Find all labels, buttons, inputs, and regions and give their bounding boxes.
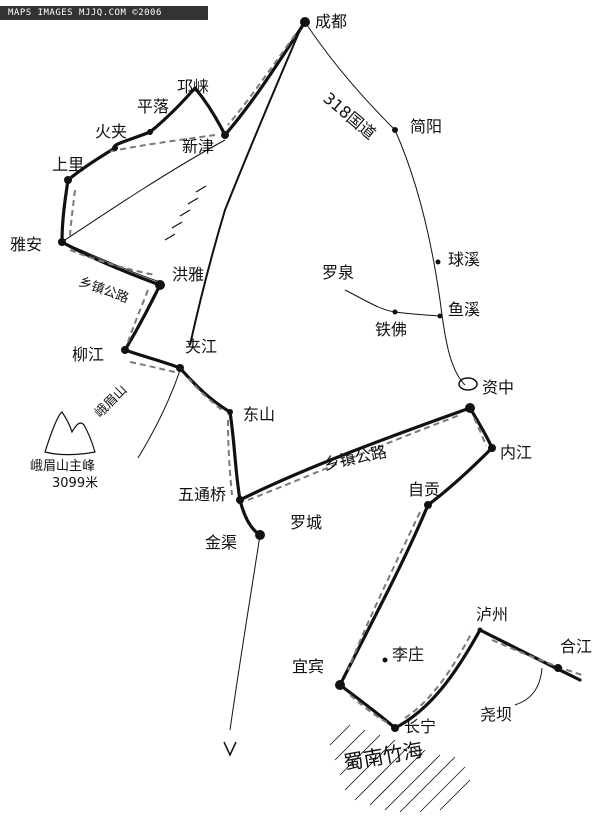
- label-zigong: 自贡: [408, 480, 440, 499]
- label-township-road-west: 乡镇公路: [77, 274, 131, 307]
- town-dot-pingluo: [147, 129, 153, 135]
- town-dot-dongshan: [227, 409, 233, 415]
- label-summit-height: 3099米: [52, 476, 98, 491]
- label-jinqu: 金渠: [205, 533, 237, 552]
- label-summit: 峨眉山主峰: [30, 459, 95, 474]
- town-dot-jinqu: [255, 530, 265, 540]
- town-dot-changning: [391, 724, 399, 732]
- label-chengdu: 成都: [315, 12, 347, 31]
- south-arrow-icon: [223, 741, 237, 757]
- label-luocheng: 罗城: [290, 513, 322, 532]
- label-jianyang: 简阳: [410, 117, 442, 136]
- label-yaoba: 尧坝: [480, 705, 512, 724]
- town-dot-neijiang: [488, 444, 496, 452]
- railway: [164, 29, 301, 346]
- town-dot-zizhong: [465, 403, 475, 413]
- town-dot-jianyang: [392, 127, 398, 133]
- label-changning: 长宁: [404, 717, 436, 736]
- town-dot-liujiang: [121, 346, 129, 354]
- road-luzhou-yaoba: [514, 667, 543, 706]
- town-dot-zigong: [424, 501, 432, 509]
- town-dot-yuxi: [437, 313, 443, 319]
- label-township-road-east: 乡镇公路: [322, 442, 389, 474]
- label-yuxi: 鱼溪: [448, 300, 480, 319]
- label-neijiang: 内江: [500, 443, 532, 462]
- thin-roads: [61, 21, 543, 731]
- railway-ticks: [164, 185, 207, 241]
- road-yaan-west-loop: [61, 241, 161, 283]
- label-pingluo: 平落: [137, 97, 169, 116]
- label-tiefo: 铁佛: [375, 320, 407, 339]
- town-dot-tiefo: [392, 309, 398, 315]
- label-liujiang: 柳江: [72, 345, 104, 364]
- road-chengdu-jianyang-neijiang: [304, 21, 466, 386]
- bamboo-sea-area: [329, 724, 471, 813]
- label-lizhuang: 李庄: [392, 645, 424, 664]
- town-dot-yibin: [335, 680, 345, 690]
- label-yibin: 宜宾: [292, 657, 324, 676]
- label-hongya: 洪雅: [172, 265, 204, 284]
- road-jiajiang-south: [137, 369, 181, 459]
- label-luzhou: 泸州: [476, 605, 508, 624]
- label-huaxian: 火夹: [95, 122, 127, 141]
- town-dot-shangli: [64, 176, 72, 184]
- label-wutongqiao: 五通桥: [178, 485, 226, 504]
- label-zizhong: 资中: [482, 378, 514, 397]
- town-dot-yaan: [58, 238, 66, 246]
- town-dot-lizhuang: [382, 657, 388, 663]
- mountain-icon: [44, 411, 96, 456]
- town-dot-chengdu: [300, 17, 310, 27]
- label-qionglai: 邛崃: [177, 77, 209, 96]
- map-watermark: MAPS IMAGES MJJQ.COM ©2006: [0, 6, 208, 20]
- town-dot-xinjin: [221, 131, 229, 139]
- label-hejiang: 合江: [560, 637, 592, 656]
- label-shangli: 上里: [52, 155, 84, 174]
- town-dot-luzhou: [477, 627, 483, 633]
- label-luoquan: 罗泉: [322, 263, 354, 282]
- town-dot-huaxian: [112, 145, 118, 151]
- town-dot-qiuxi: [435, 259, 441, 265]
- road-minjiang-south: [229, 534, 261, 731]
- label-yaan: 雅安: [10, 235, 42, 254]
- zizhong-camera-icon: [458, 377, 478, 391]
- town-dot-hongya: [155, 280, 165, 290]
- dashed-route: [69, 34, 586, 725]
- label-expressway-318: 318国道: [319, 89, 379, 144]
- label-qiuxi: 球溪: [448, 250, 480, 269]
- town-dot-jiajiang: [176, 364, 184, 372]
- label-xinjin: 新津: [182, 137, 214, 156]
- railway-line: [189, 29, 301, 346]
- label-jiajiang: 夹江: [185, 337, 217, 356]
- town-dots: [58, 17, 562, 732]
- town-dot-hejiang: [554, 664, 562, 672]
- label-bamboo-sea: 蜀南竹海: [342, 737, 425, 775]
- road-luoquan-tiefo-yuxi: [344, 289, 441, 317]
- label-emeishan: 峨眉山: [92, 383, 130, 421]
- label-dongshan: 东山: [243, 405, 275, 424]
- road-yaan-xinjin-diagonal: [61, 139, 226, 243]
- town-dot-wutongqiao: [236, 496, 244, 504]
